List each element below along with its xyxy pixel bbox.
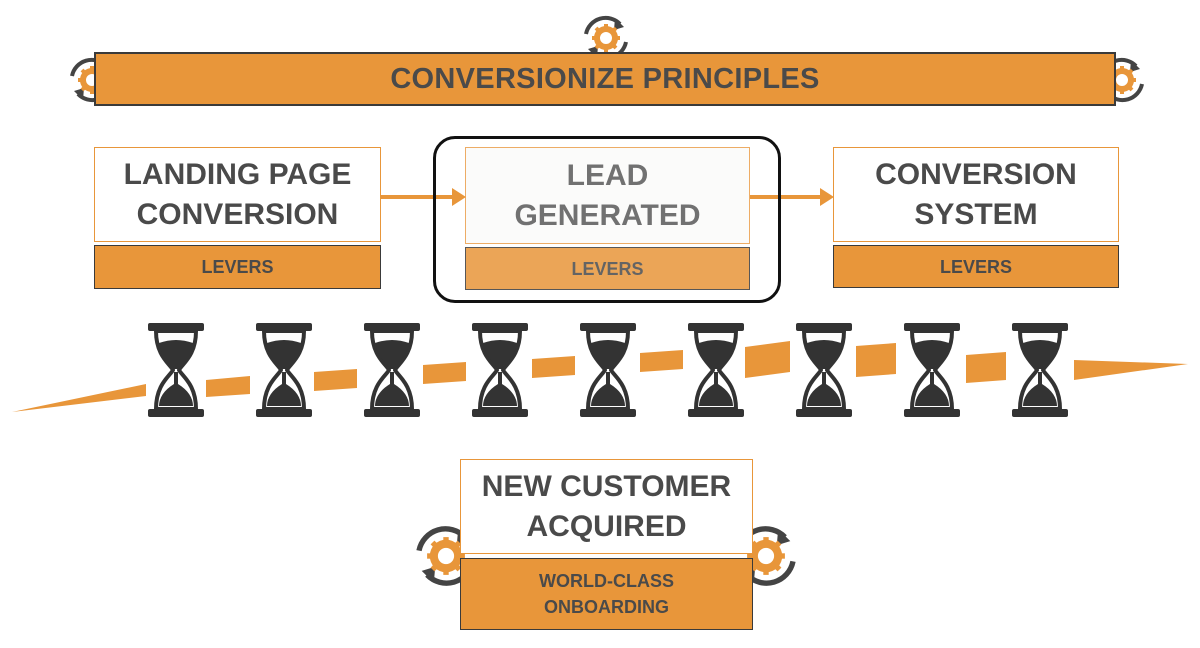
principles-banner: CONVERSIONIZE PRINCIPLES [94,52,1116,106]
timeline [12,341,1188,412]
highlight-frame [433,136,781,303]
onboarding-label: WORLD-CLASS ONBOARDING [539,571,674,617]
stage-sub-label: LEVERS [201,257,274,277]
hourglass-icon [146,321,206,419]
stage-title: LEAD GENERATED [514,158,701,232]
stage-conversion-system-box: CONVERSION SYSTEM [833,147,1119,242]
hourglass-icon [902,321,962,419]
onboarding-bar: WORLD-CLASS ONBOARDING [460,558,753,630]
hourglass-icon [362,321,422,419]
hourglass-icon [794,321,854,419]
hourglass-icon [686,321,746,419]
stage-levers-bar: LEVERS [833,245,1119,288]
arrow-right-icon [750,188,834,206]
stage-lead-generated-box: LEAD GENERATED [465,147,750,244]
hourglass-icon [578,321,638,419]
stage-new-customer-box: NEW CUSTOMER ACQUIRED [460,459,753,554]
stage-levers-bar: LEVERS [465,247,750,290]
stage-landing-page-box: LANDING PAGE CONVERSION [94,147,381,242]
stage-sub-label: LEVERS [939,256,1013,277]
stage-sub-label: LEVERS [571,258,644,279]
hourglass-icon [470,321,530,419]
banner-title: CONVERSIONIZE PRINCIPLES [390,62,820,95]
arrow-right-icon [381,188,466,206]
stage-levers-bar: LEVERS [94,245,381,289]
stage-title: LANDING PAGE CONVERSION [123,157,352,231]
hourglass-icon [254,321,314,419]
stage-title: NEW CUSTOMER ACQUIRED [481,469,732,543]
stage-title: CONVERSION SYSTEM [875,157,1077,231]
hourglass-icon [1010,321,1070,419]
